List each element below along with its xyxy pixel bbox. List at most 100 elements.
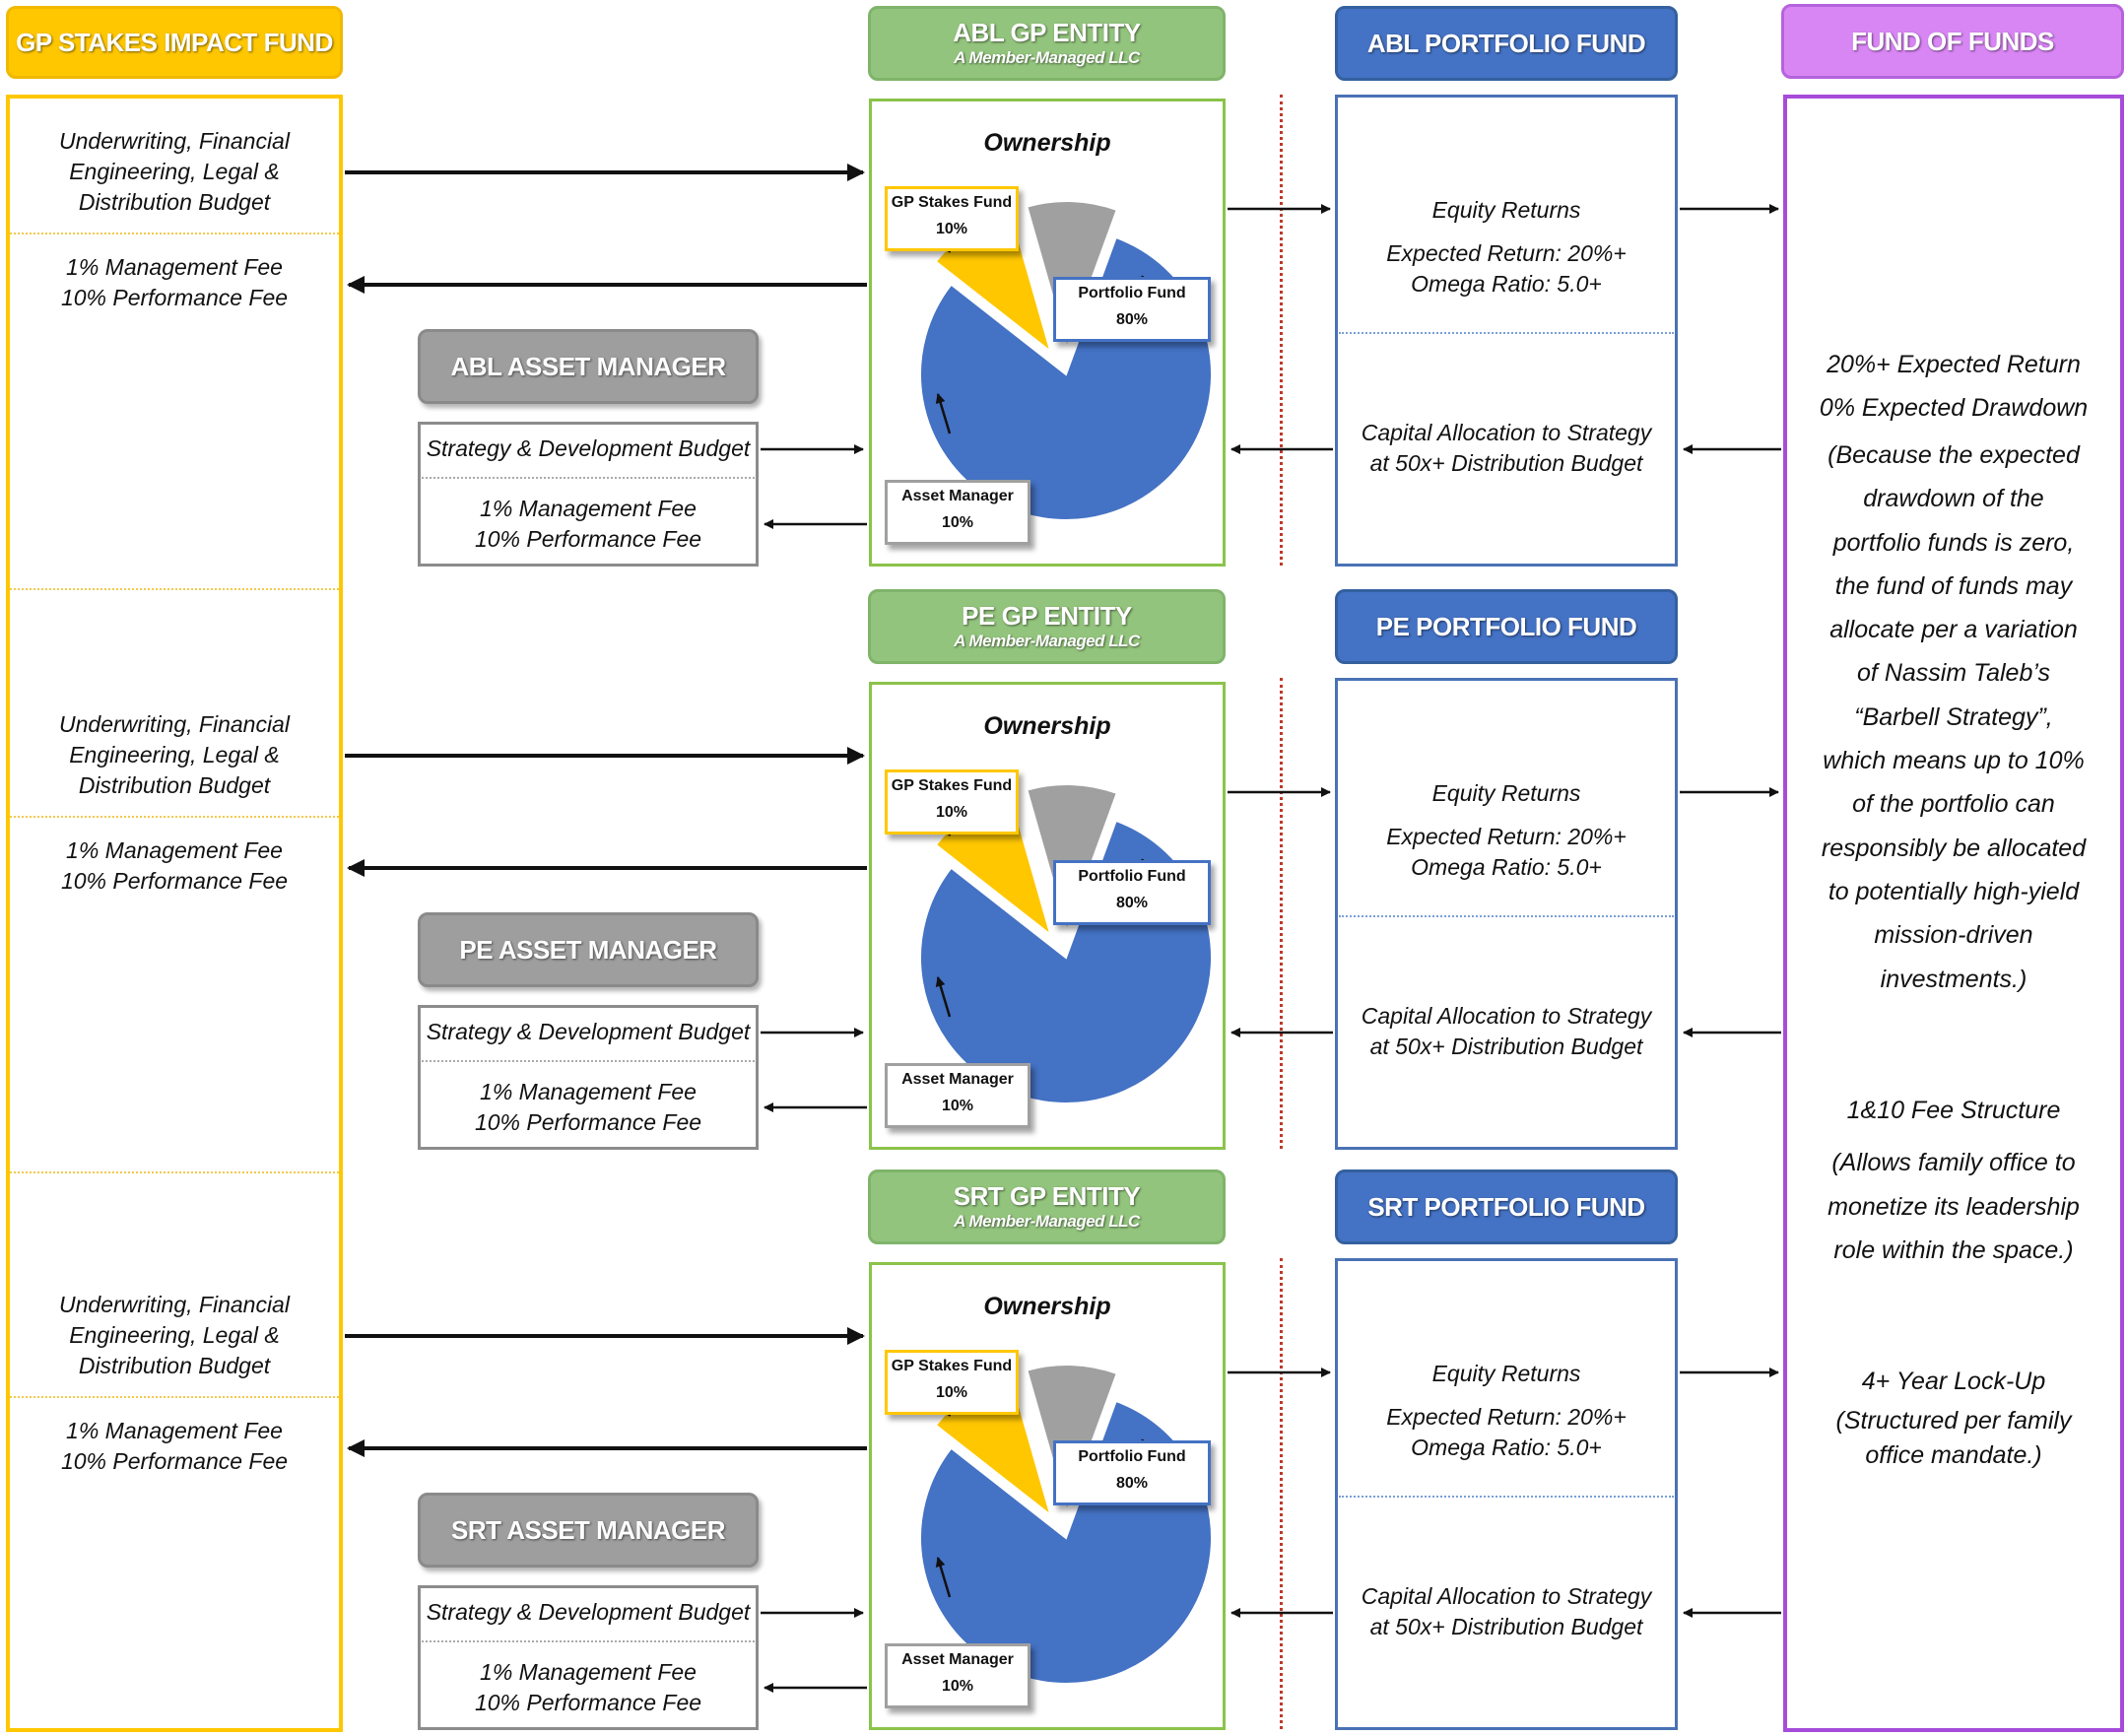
gp-entity-title: SRT GP ENTITY (953, 1181, 1141, 1212)
gp-stakes-fees-line: 1% Management Fee (66, 1418, 283, 1443)
portfolio-fund-header: PE PORTFOLIO FUND (1335, 589, 1678, 664)
callout-asset-manager-line: 10% (941, 1678, 974, 1695)
capital-allocation-line: at 50x+ Distribution Budget (1369, 450, 1643, 476)
portfolio-fund-box (1335, 678, 1678, 1150)
portfolio-fund-header: SRT PORTFOLIO FUND (1335, 1169, 1678, 1244)
gp-stakes-fees-line: 10% Performance Fee (60, 285, 289, 310)
expected-returns-line: Omega Ratio: 5.0+ (1411, 854, 1602, 880)
gp-entity-subtitle: A Member-Managed LLC (954, 1211, 1140, 1231)
callout-asset-manager-line: Asset Manager (901, 488, 1014, 504)
equity-returns-title: Equity Returns (1335, 195, 1678, 226)
asset-manager-divider (422, 1060, 755, 1062)
pie-slice-asset-manager (1026, 200, 1119, 351)
asset-manager-title: ABL ASSET MANAGER (450, 351, 726, 381)
pie-slice-asset-manager (1026, 1364, 1119, 1514)
gp-stakes-fees-line: 1% Management Fee (66, 254, 283, 280)
callout-portfolio-line: Portfolio Fund (1078, 285, 1186, 301)
callout-portfolio-line: Portfolio Fund (1078, 868, 1186, 885)
equity-returns-line: Equity Returns (1431, 197, 1581, 223)
callout-gp-stakes-line: GP Stakes Fund (891, 194, 1013, 211)
fof-lockup: 4+ Year Lock-Up (1861, 1368, 2046, 1395)
asset-manager-title: PE ASSET MANAGER (459, 934, 717, 965)
fof-lockup-note: (Structured per family office mandate.) (1835, 1407, 2072, 1469)
gp-stakes-budget-line: Underwriting, Financial (59, 128, 290, 154)
fof-fee-note: (Allows family office to monetize its le… (1828, 1149, 2080, 1264)
fof-barbell-note: (Because the expected drawdown of the po… (1821, 441, 2087, 993)
asset-manager-fees-line: 1% Management Fee (480, 1079, 697, 1104)
callout-asset-manager: Asset Manager 10% (885, 480, 1030, 545)
red-dotted-separator (1280, 95, 1283, 566)
portfolio-fund-title: SRT PORTFOLIO FUND (1367, 1191, 1645, 1222)
callout-asset-manager-line: 10% (941, 514, 974, 531)
fund-of-funds-header: FUND OF FUNDS (1781, 4, 2124, 79)
gp-stakes-divider (10, 816, 339, 818)
asset-manager-fees-line: 10% Performance Fee (474, 1109, 702, 1135)
callout-gp-stakes-line: 10% (935, 1384, 968, 1401)
asset-manager-fees-line: 10% Performance Fee (474, 1690, 702, 1715)
portfolio-fund-header: ABL PORTFOLIO FUND (1335, 6, 1678, 81)
gp-stakes-row-divider (10, 588, 339, 590)
gp-stakes-budget-line: Distribution Budget (78, 772, 271, 798)
expected-returns-text: Expected Return: 20%+Omega Ratio: 5.0+ (1335, 238, 1678, 300)
callout-gp-stakes-line: 10% (935, 804, 968, 821)
ownership-title: Ownership (983, 712, 1111, 740)
expected-returns-line: Omega Ratio: 5.0+ (1411, 1435, 1602, 1460)
portfolio-fund-divider (1339, 915, 1674, 917)
asset-manager-box (418, 1005, 759, 1150)
callout-asset-manager: Asset Manager 10% (885, 1063, 1030, 1128)
asset-manager-budget-line: Strategy & Development Budget (426, 1019, 751, 1044)
asset-manager-title: SRT ASSET MANAGER (451, 1514, 726, 1545)
portfolio-fund-divider (1339, 1496, 1674, 1498)
portfolio-fund-title: PE PORTFOLIO FUND (1375, 611, 1637, 641)
asset-manager-budget-line: Strategy & Development Budget (426, 435, 751, 461)
gp-entity-subtitle: A Member-Managed LLC (954, 631, 1140, 650)
callout-asset-manager-line: 10% (941, 1098, 974, 1114)
gp-stakes-budget-line: Engineering, Legal & (69, 1322, 280, 1348)
asset-manager-header: ABL ASSET MANAGER (418, 329, 759, 404)
equity-returns-line: Equity Returns (1431, 1361, 1581, 1386)
callout-asset-manager-line: Asset Manager (901, 1651, 1014, 1668)
red-dotted-separator (1280, 1258, 1283, 1729)
callout-portfolio-fund: Portfolio Fund 80% (1053, 277, 1211, 342)
callout-asset-manager: Asset Manager 10% (885, 1643, 1030, 1708)
gp-entity-subtitle: A Member-Managed LLC (954, 47, 1140, 67)
callout-portfolio-line: 80% (1115, 311, 1149, 328)
asset-manager-budget-line: Strategy & Development Budget (426, 1599, 751, 1625)
callout-portfolio-line: Portfolio Fund (1078, 1448, 1186, 1465)
gp-entity-title: ABL GP ENTITY (953, 18, 1141, 48)
gp-stakes-budget-line: Underwriting, Financial (59, 711, 290, 737)
portfolio-fund-title: ABL PORTFOLIO FUND (1366, 28, 1646, 58)
gp-stakes-divider (10, 233, 339, 234)
gp-stakes-impact-fund-header: GP STAKES IMPACT FUND (6, 6, 343, 79)
callout-asset-manager-line: Asset Manager (901, 1071, 1014, 1088)
gp-stakes-budget-line: Underwriting, Financial (59, 1292, 290, 1317)
fof-expected-return: 20%+ Expected Return 0% Expected Drawdow… (1819, 351, 2089, 422)
equity-returns-title: Equity Returns (1335, 1359, 1678, 1389)
asset-manager-budget-text: Strategy & Development Budget (418, 434, 759, 464)
red-dotted-separator (1280, 678, 1283, 1149)
fund-of-funds-header-label: FUND OF FUNDS (1851, 26, 2054, 56)
portfolio-fund-box (1335, 1258, 1678, 1730)
pie-slice-asset-manager (1026, 783, 1119, 934)
asset-manager-budget-text: Strategy & Development Budget (418, 1017, 759, 1047)
capital-allocation-line: Capital Allocation to Strategy (1361, 420, 1652, 445)
asset-manager-box (418, 1585, 759, 1730)
capital-allocation-line: at 50x+ Distribution Budget (1369, 1034, 1643, 1059)
leader-line-asset-manager (935, 1557, 952, 1598)
callout-gp-stakes-line: GP Stakes Fund (891, 777, 1013, 794)
asset-manager-budget-text: Strategy & Development Budget (418, 1597, 759, 1628)
